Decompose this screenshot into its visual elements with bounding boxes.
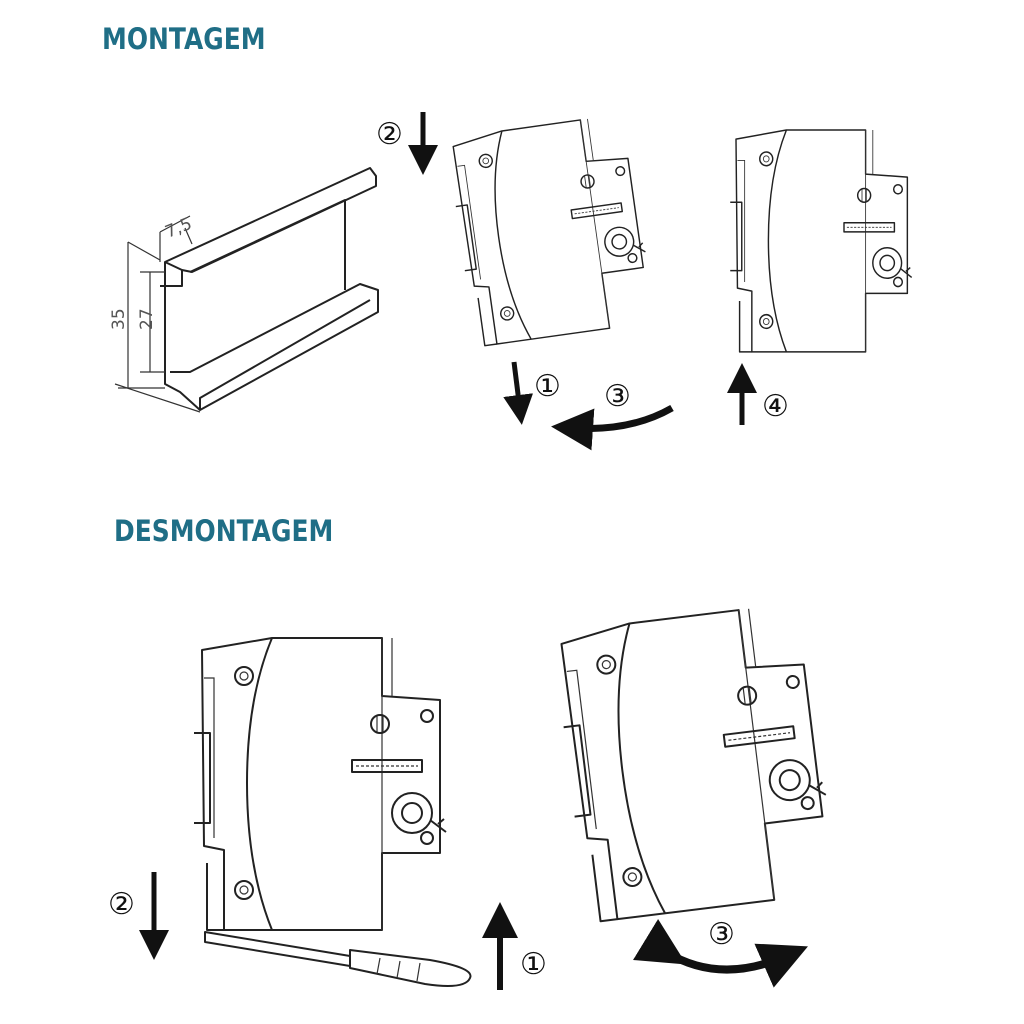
dimension-inner-height: 27 xyxy=(137,308,157,330)
breaker-tilted-mounting xyxy=(445,112,656,348)
screwdriver-icon xyxy=(204,931,472,987)
step-2-marker: ② xyxy=(376,117,403,152)
step-3-marker: ③ xyxy=(604,379,631,414)
step-4-marker: ④ xyxy=(762,389,789,424)
breaker-mounted xyxy=(729,129,913,353)
dismounting-title: DESMONTAGEM xyxy=(114,514,334,548)
curved-arrow-icon xyxy=(633,919,808,988)
curved-arrow-icon xyxy=(551,404,674,451)
din-rail-drawing xyxy=(114,167,379,413)
arrow-down-icon xyxy=(503,361,534,425)
breaker-tilted-dismounting xyxy=(551,601,839,924)
breaker-with-screwdriver xyxy=(193,637,447,931)
step-1-marker: ① xyxy=(534,369,561,404)
step-3-marker: ③ xyxy=(708,917,735,952)
step-2-marker: ② xyxy=(108,887,135,922)
dimension-outer-height: 35 xyxy=(109,308,129,330)
mounting-title: MONTAGEM xyxy=(102,22,266,56)
step-1-marker: ① xyxy=(520,947,547,982)
